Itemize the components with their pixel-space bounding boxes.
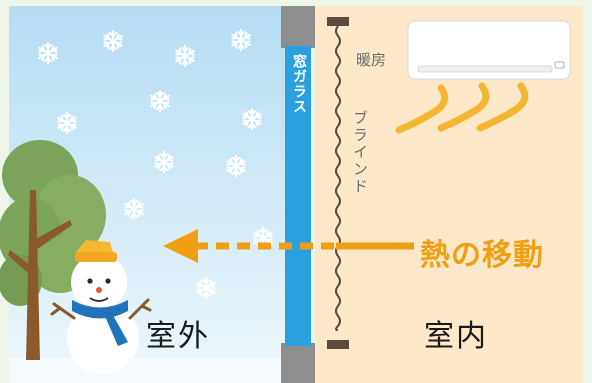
heater-label: 暖房	[356, 51, 387, 69]
tree-icon	[0, 140, 106, 360]
heat-transfer-arrow	[163, 229, 414, 263]
outside-label: 室外	[146, 319, 210, 354]
heat-wave-icon	[395, 82, 529, 134]
blind-label: ブラインド	[351, 110, 369, 195]
snowman-icon	[50, 240, 152, 374]
window-frame-bottom	[281, 343, 315, 383]
blind	[327, 17, 349, 349]
air-conditioner-icon	[407, 20, 571, 80]
window-glass-label: 窓ガラス	[291, 54, 307, 114]
window-frame-top	[281, 6, 315, 48]
inside-label: 室内	[424, 319, 488, 354]
window-glass	[285, 46, 311, 346]
heat-transfer-label: 熱の移動	[420, 238, 544, 273]
snow-ground	[9, 358, 285, 383]
